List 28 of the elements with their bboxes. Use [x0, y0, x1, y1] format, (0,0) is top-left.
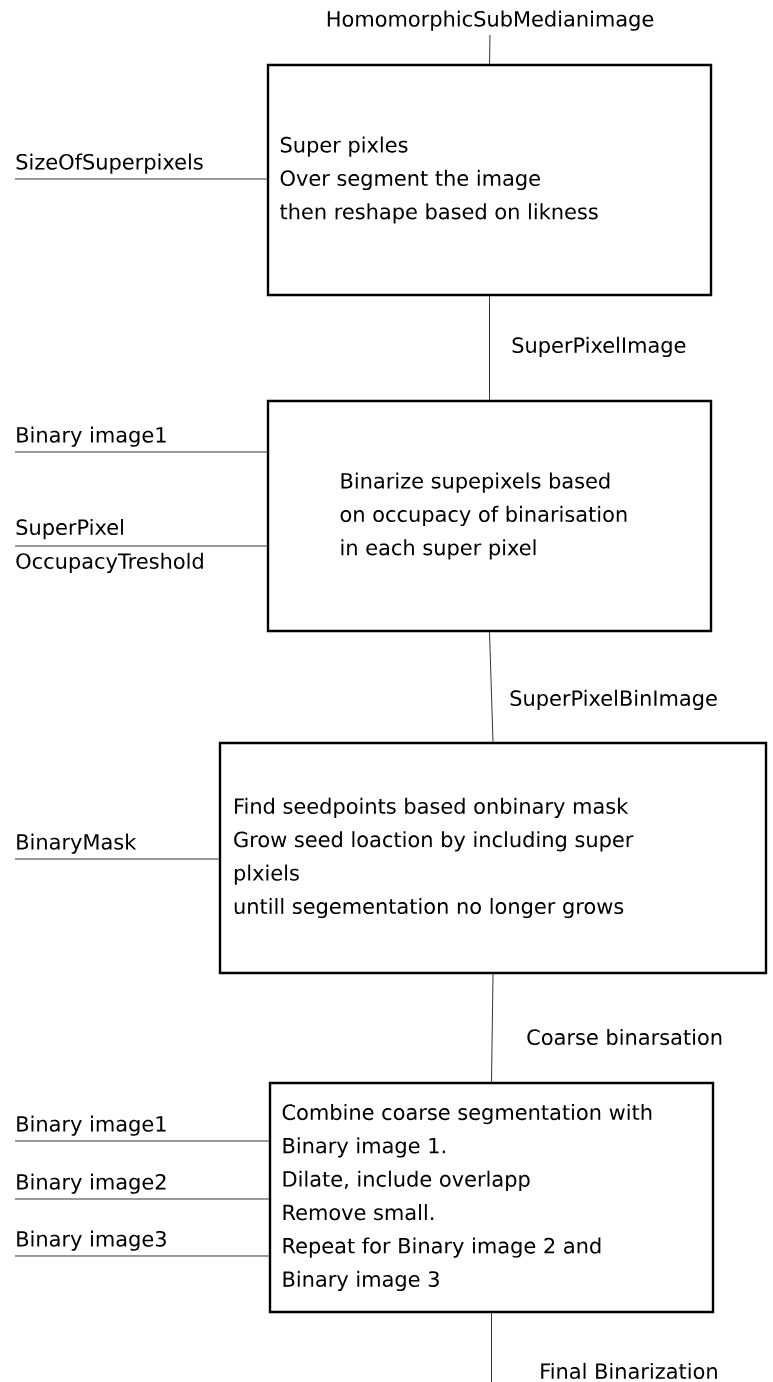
process-box: Binarize supepixels based on occupacy of binarisation in each super pixel: [266, 399, 713, 633]
edge-label: SuperPixelBinImage: [508, 688, 719, 712]
input-label: Binary image3: [17, 1230, 166, 1251]
connector-line: [14, 451, 268, 453]
connector-line: [491, 973, 494, 1083]
connector-line: [14, 1255, 270, 1257]
connector-line: [491, 1312, 492, 1382]
edge-label: Final Binarization: [538, 1361, 720, 1381]
connector-line: [14, 1198, 270, 1200]
edge-label: Coarse binarsation: [525, 1027, 725, 1047]
input-label: Binary image1: [17, 426, 166, 447]
input-label: HomomorphicSubMedianimage: [327, 10, 654, 31]
connector-line: [489, 34, 491, 65]
process-box: Combine coarse segmentation with Binary image 1. Dilate, include overlapp Remove small. Repeat for Binary image 2 and Binary image 3: [268, 1081, 715, 1314]
process-box: Super pixles Over segment the image then reshape based on likness: [266, 63, 713, 297]
input-label: SuperPixel OccupacyTreshold: [16, 518, 203, 574]
input-label: BinaryMask: [17, 833, 137, 854]
connector-line: [489, 631, 494, 743]
connector-line: [14, 545, 268, 547]
connector-line: [14, 858, 220, 860]
edge-label: SuperPixelImage: [510, 335, 688, 359]
connector-line: [14, 178, 268, 180]
input-label: Binary image2: [17, 1173, 166, 1194]
connector-line: [14, 1140, 270, 1142]
connector-line: [489, 295, 490, 401]
input-label: Binary image1: [17, 1115, 166, 1136]
input-label: SizeOfSuperpixels: [16, 153, 203, 174]
process-box: Find seedpoints based onbinary mask Grow seed loaction by including super plxiels untill segementation no longer grows: [218, 741, 768, 975]
